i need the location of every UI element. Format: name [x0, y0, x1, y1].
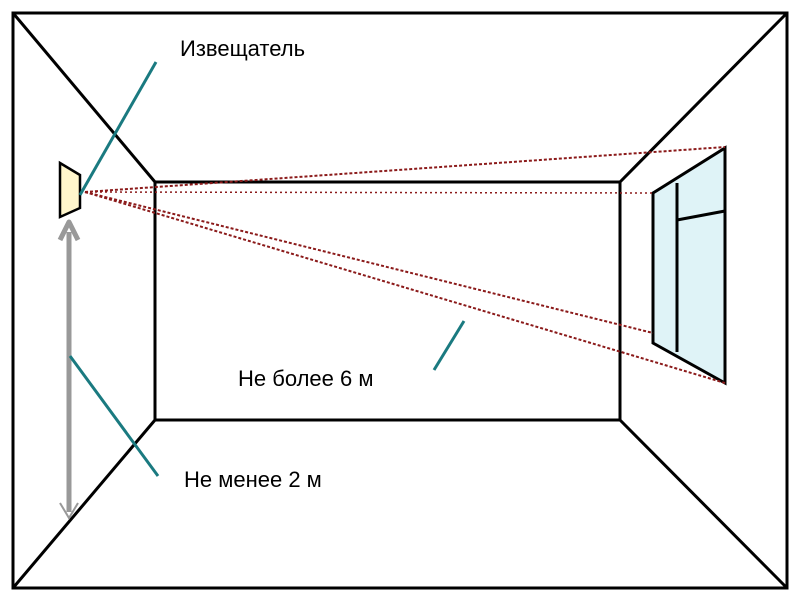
height-arrow-head-top: [57, 219, 81, 242]
leader-max-distance: [432, 320, 466, 371]
room-back-wall: [153, 180, 622, 422]
window-transom: [676, 209, 726, 222]
detector-icon: [60, 163, 80, 217]
room-outer-frame: [11, 11, 789, 590]
edge-top-right: [618, 11, 789, 184]
detection-beams: [84, 146, 726, 384]
beam-top: [84, 146, 726, 193]
beam-centre: [84, 191, 654, 194]
edge-top-left: [11, 12, 157, 183]
beam-upper-diagonal: [84, 191, 654, 334]
window-icon: [651, 145, 727, 386]
edge-bottom-left: [11, 419, 157, 589]
min-height-label: Не менее 2 м: [184, 467, 322, 492]
window-frame: [653, 148, 725, 383]
leader-detector: [78, 61, 158, 196]
edge-bottom-right: [618, 418, 789, 590]
leader-min-height: [68, 355, 160, 477]
height-arrow-head-bottom: [59, 502, 79, 520]
max-distance-label: Не более 6 м: [238, 366, 374, 391]
double-arrow-icon: [57, 219, 81, 520]
beam-lower-diagonal: [84, 191, 726, 384]
detector-label: Извещатель: [180, 36, 306, 61]
